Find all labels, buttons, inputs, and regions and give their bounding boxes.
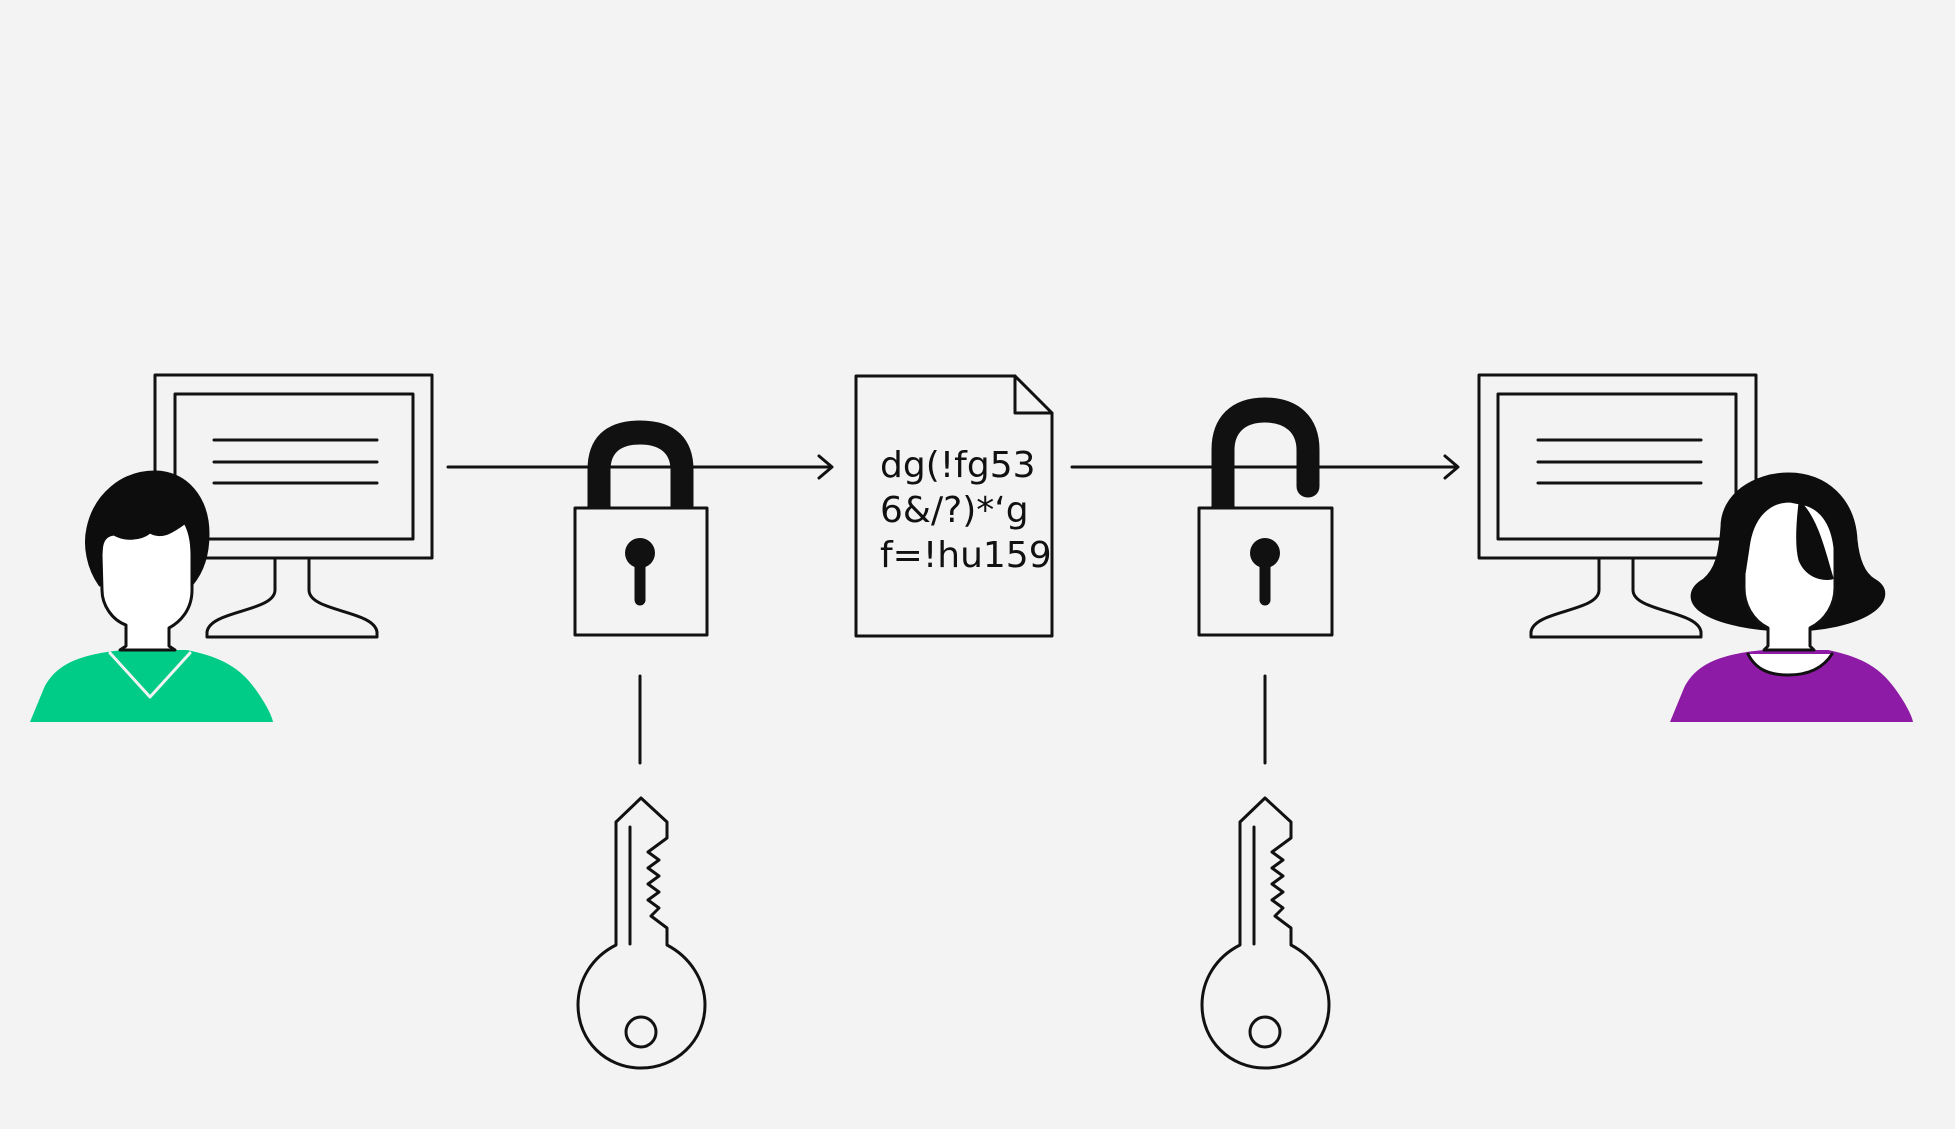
decrypt-key-icon	[1200, 796, 1331, 1070]
open-shackle	[1211, 397, 1320, 510]
open-padlock-icon	[1197, 397, 1334, 637]
sender-collar	[108, 651, 192, 699]
arrow-to-document	[446, 454, 834, 480]
sender-shirt	[30, 650, 273, 722]
sender-person-icon	[30, 470, 273, 722]
closed-shackle	[587, 420, 694, 510]
receiver-shirt	[1670, 650, 1913, 722]
document-line-2: 6&/?)*‘g	[880, 490, 1029, 531]
closed-padlock-icon	[573, 420, 709, 637]
arrow-to-receiver	[1070, 454, 1460, 480]
receiver-collar	[1746, 652, 1834, 677]
receiver-hair-front	[1725, 492, 1847, 602]
encrypted-document-icon: dg(!fg53 6&/?)*‘g f=!hu159	[854, 374, 1054, 638]
receiver-computer-monitor-icon	[1477, 373, 1758, 639]
document-line-1: dg(!fg53	[880, 445, 1036, 486]
sender-hair	[85, 470, 210, 587]
document-line-3: f=!hu159	[880, 535, 1052, 576]
encrypt-key-icon	[576, 796, 707, 1070]
sender-computer-monitor-icon	[153, 373, 434, 639]
receiver-person-icon	[1670, 472, 1913, 722]
